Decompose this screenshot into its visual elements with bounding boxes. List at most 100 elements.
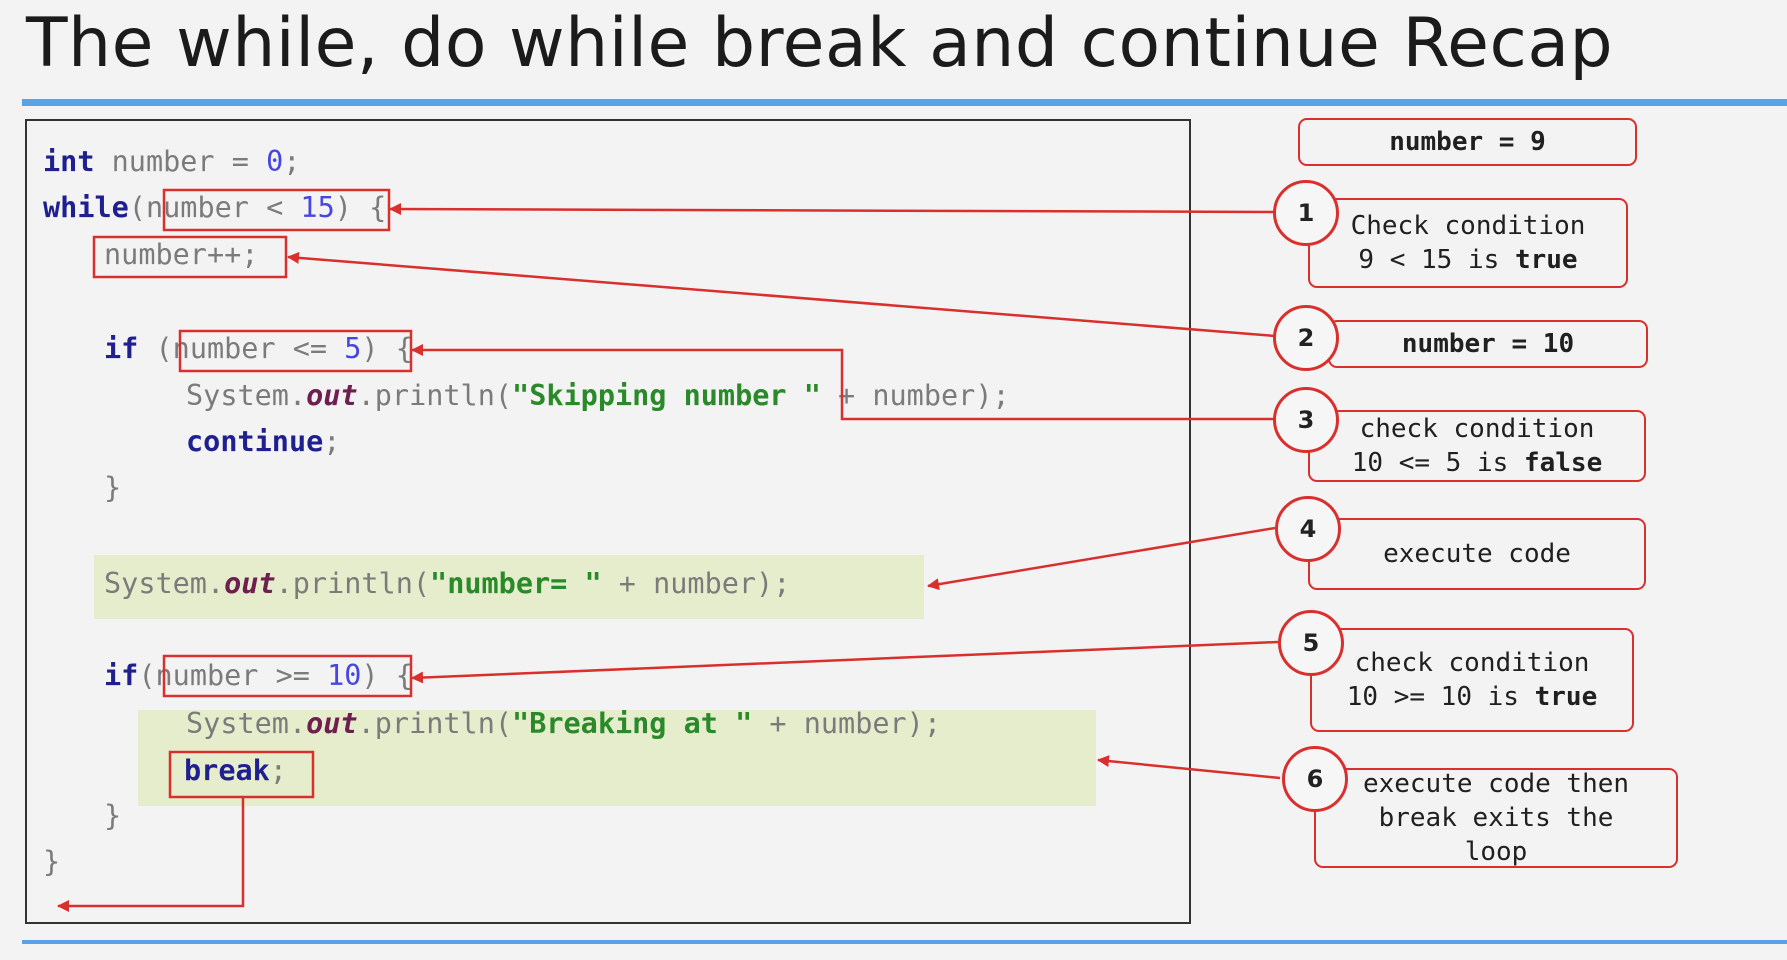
step-3-box: check condition 10 <= 5 is false (1308, 410, 1646, 482)
number-literal: 10 (327, 659, 362, 692)
code-text: System. (186, 707, 307, 740)
footer-rule (22, 940, 1787, 944)
keyword-continue: continue (186, 425, 324, 458)
code-text: { (378, 332, 413, 365)
step-3-badge: 3 (1273, 387, 1339, 453)
code-line-13: } (43, 845, 61, 878)
code-text: ( (138, 332, 173, 365)
static-field: out (306, 379, 358, 412)
box-increment (92, 235, 288, 279)
code-text: ( (128, 191, 146, 224)
static-field: out (306, 707, 358, 740)
step-2-box: number = 10 (1328, 320, 1648, 368)
step-header-text: number = 9 (1389, 126, 1546, 157)
code-text: System. (104, 567, 225, 600)
keyword-while: while (43, 191, 129, 224)
code-text: { (351, 191, 387, 224)
code-text: System. (186, 379, 307, 412)
code-text: number = (94, 145, 267, 178)
code-text: ) (334, 191, 352, 224)
closing-brace: } (104, 799, 122, 832)
step-1-badge: 1 (1273, 180, 1339, 246)
slide-title: The while, do while break and continue R… (26, 4, 1614, 83)
title-underline (22, 99, 1787, 106)
keyword-if: if (104, 332, 139, 365)
box-if-le-5 (178, 329, 413, 373)
step-2-badge: 2 (1273, 305, 1339, 371)
code-text: .println( (357, 707, 513, 740)
closing-brace: } (104, 471, 122, 504)
box-while-condition (162, 188, 391, 232)
string-literal: "Breaking at " (512, 707, 753, 740)
step-1-box: Check condition 9 < 15 is true (1308, 198, 1628, 288)
keyword-if: if (104, 659, 139, 692)
code-line-11: break; (184, 754, 287, 787)
closing-brace: } (43, 845, 61, 878)
code-text: ( (138, 659, 156, 692)
arrow-step-4 (927, 526, 1276, 591)
code-line-4: if (number <= 5) { (104, 332, 413, 365)
step-5-box: check condition 10 >= 10 is true (1310, 628, 1634, 732)
arrow-step-2 (287, 251, 1276, 338)
step-5-expr: 10 >= 10 is (1346, 682, 1535, 712)
number-literal: 5 (344, 332, 362, 365)
code-line-5: System.out.println("Skipping number " + … (186, 379, 1010, 412)
step-6-line2: break exits the (1378, 802, 1614, 833)
code-text: + number); (601, 567, 791, 600)
highlight-break-block (138, 710, 1096, 806)
arrow-step-3 (411, 344, 1275, 421)
step-3-line2: 10 <= 5 is false (1352, 446, 1602, 480)
code-line-9: if(number >= 10) { (104, 659, 413, 692)
step-5-result: true (1534, 682, 1598, 712)
code-text: + number); (752, 707, 941, 740)
arrow-loop-exit (57, 797, 245, 912)
code-line-10: System.out.println("Breaking at " + numb… (186, 707, 941, 740)
step-4-box: execute code (1308, 518, 1646, 590)
number-literal: 15 (300, 191, 335, 224)
step-6-line1: execute code then (1362, 768, 1630, 799)
increment-statement: number++; (104, 238, 259, 271)
code-line-1: int number = 0; (43, 145, 301, 178)
string-literal: "Skipping number " (512, 379, 821, 412)
step-5-line1: check condition (1354, 647, 1590, 678)
static-field: out (224, 567, 276, 600)
step-1-expr: 9 < 15 is (1358, 245, 1515, 275)
box-break (168, 750, 315, 799)
code-text: .println( (357, 379, 513, 412)
step-4-badge: 4 (1275, 496, 1341, 562)
step-6-box: execute code then break exits the loop (1314, 768, 1678, 868)
step-header-box: number = 9 (1298, 118, 1637, 166)
code-text: .println( (275, 567, 431, 600)
arrow-step-6 (1097, 755, 1281, 780)
arrow-step-5 (411, 640, 1279, 684)
step-2-text: number = 10 (1401, 328, 1575, 359)
code-text: ; (323, 425, 341, 458)
string-literal: "number= " (430, 567, 602, 600)
code-text: ; (283, 145, 301, 178)
code-line-7: } (104, 471, 122, 504)
code-line-12: } (104, 799, 122, 832)
step-3-expr: 10 <= 5 is (1351, 448, 1524, 478)
code-line-8: System.out.println("number= " + number); (104, 567, 791, 600)
step-6-line3: loop (1464, 837, 1528, 868)
keyword-int: int (43, 145, 95, 178)
highlight-println-number (94, 555, 924, 619)
code-text: { (378, 659, 413, 692)
step-1-result: true (1514, 245, 1578, 275)
code-line-6: continue; (186, 425, 341, 458)
code-text: ; (269, 754, 287, 787)
if-condition: number <= (172, 332, 345, 365)
step-6-badge: 6 (1282, 746, 1348, 812)
step-5-line2: 10 >= 10 is true (1347, 680, 1597, 714)
code-line-3: number++; (104, 238, 259, 271)
step-1-line2: 9 < 15 is true (1358, 243, 1577, 277)
step-4-text: execute code (1383, 538, 1571, 569)
if-condition: number >= (155, 659, 328, 692)
code-text: ) (361, 659, 379, 692)
number-literal: 0 (266, 145, 284, 178)
keyword-break: break (184, 754, 270, 787)
step-5-badge: 5 (1278, 610, 1344, 676)
code-text: ) (361, 332, 379, 365)
step-3-result: false (1523, 448, 1603, 478)
